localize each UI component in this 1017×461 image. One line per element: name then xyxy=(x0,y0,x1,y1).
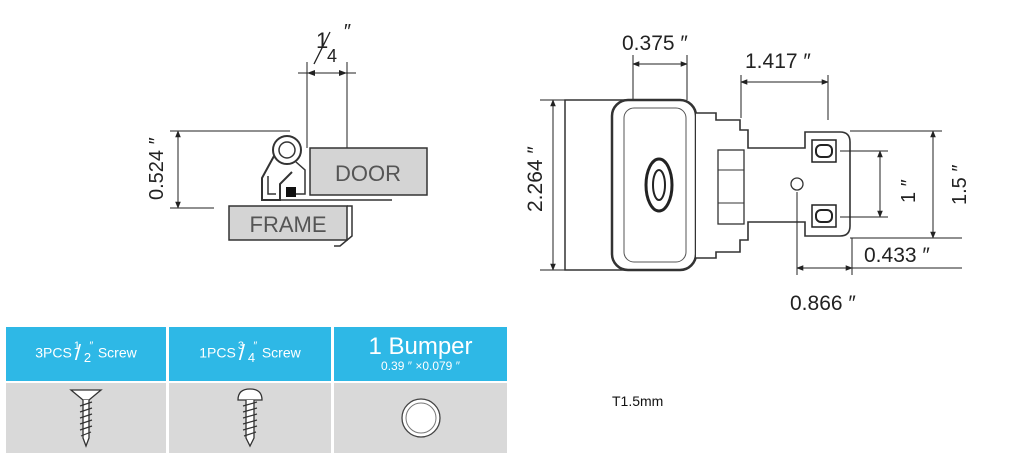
flat-head-screw-icon xyxy=(69,389,103,448)
width-right-label: 1.417 ″ xyxy=(745,50,811,73)
side-view: 1 4 ″ 0.524 ″ DOOR FRAME xyxy=(146,21,428,247)
part-image-flat-screw xyxy=(6,383,166,453)
part-qty: 3PCS xyxy=(35,344,72,361)
quarter-inch-den: 4 xyxy=(327,46,337,66)
offset-small-label: 0.433 ″ xyxy=(864,244,930,267)
bumper-icon xyxy=(400,398,441,438)
door-box xyxy=(309,147,428,196)
fraction-half: 1/2″ xyxy=(73,340,93,365)
part-qty: 1PCS xyxy=(199,344,236,361)
frame-box xyxy=(228,205,348,241)
fraction-three-quarter: 3/4″ xyxy=(237,340,257,365)
part-header-bumper: 1 Bumper 0.39 ″ ×0.079 ″ xyxy=(334,327,507,381)
bumper-title: 1 Bumper xyxy=(368,333,473,360)
door-label: DOOR xyxy=(335,161,401,186)
rivet-hole xyxy=(790,177,804,191)
part-image-bumper xyxy=(334,383,507,453)
width-left-label: 0.375 ″ xyxy=(622,32,688,55)
offset-large-label: 0.866 ″ xyxy=(790,292,856,315)
top-view: 0.375 ″ 1.417 ″ 2.264 ″ 1 ″ xyxy=(524,32,971,315)
plate-height-label: 1.5 ″ xyxy=(949,165,971,205)
part-image-round-screw xyxy=(169,383,331,453)
round-head-screw-icon xyxy=(237,388,263,448)
thickness-label: T1.5mm xyxy=(612,393,664,409)
total-height-label: 2.264 ″ xyxy=(524,146,547,212)
part-name: Screw xyxy=(97,344,137,361)
quarter-inch-unit: ″ xyxy=(343,21,351,43)
side-height-label: 0.524 ″ xyxy=(146,137,168,200)
part-name: Screw xyxy=(261,344,301,361)
frame-label: FRAME xyxy=(250,212,327,237)
hole-spacing-label: 1 ″ xyxy=(898,179,920,203)
quarter-inch-num: 1 xyxy=(316,28,328,53)
bumper-spec: 0.39 ″ ×0.079 ″ xyxy=(381,359,460,373)
